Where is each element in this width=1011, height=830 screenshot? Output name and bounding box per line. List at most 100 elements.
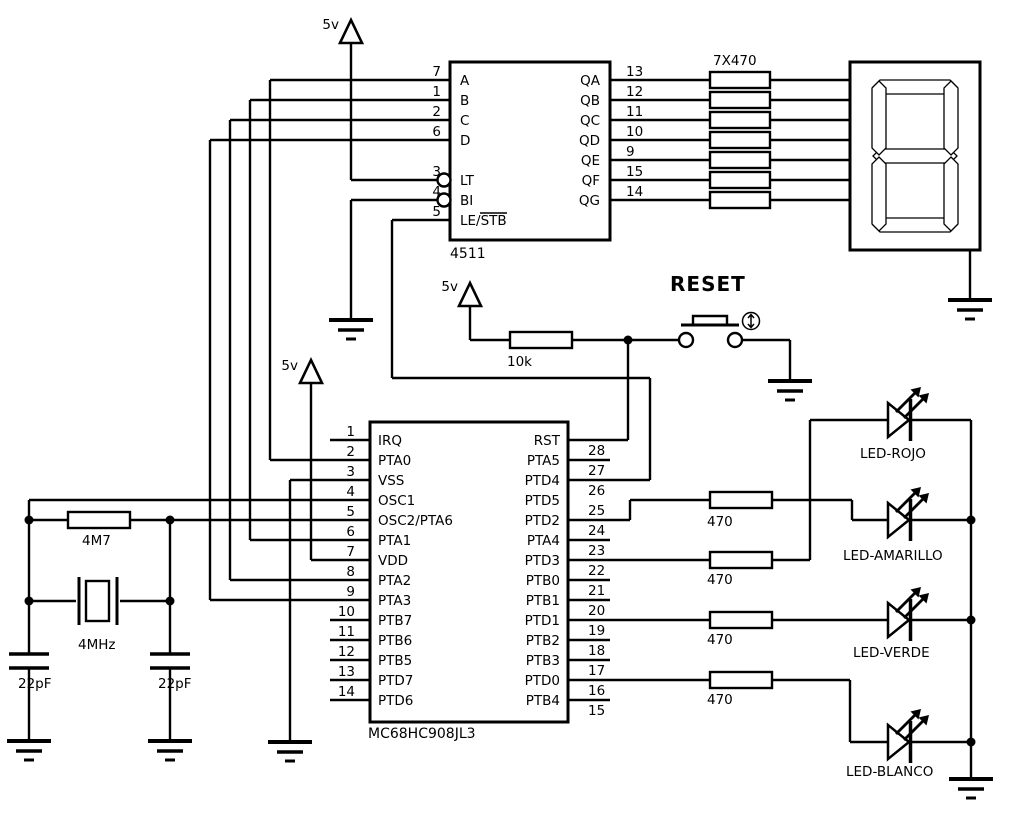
pin-number-5: 5 — [432, 204, 441, 220]
segment-f — [871, 80, 887, 156]
resistor — [708, 190, 772, 210]
pin-name-QC: QC — [580, 113, 600, 129]
pin-name-QB: QB — [580, 93, 600, 109]
pin-number-9: 9 — [626, 144, 635, 160]
segment-e — [871, 156, 887, 232]
pin-number-1: 1 — [346, 424, 355, 440]
pin-name-IRQ: IRQ — [378, 433, 402, 449]
pin-number-13: 13 — [338, 664, 355, 680]
pin-number-12: 12 — [626, 84, 643, 100]
pin-name-QE: QE — [581, 153, 600, 169]
pin-name-PTD3: PTD3 — [525, 553, 560, 569]
resistor — [708, 110, 772, 130]
led-verde — [886, 585, 931, 643]
junction-dot — [966, 737, 976, 747]
pin-number-3: 3 — [432, 164, 441, 180]
pin-number-2: 2 — [346, 444, 355, 460]
pin-name-PTD1: PTD1 — [525, 613, 560, 629]
junction-dot — [24, 515, 34, 525]
power-label-5v: 5v — [441, 279, 458, 295]
pin-number-24: 24 — [588, 523, 605, 539]
pin-name-PTB3: PTB3 — [526, 653, 560, 669]
power-5v-arrow — [338, 18, 364, 45]
pin-name-QD: QD — [579, 133, 600, 149]
pin-name-PTA3: PTA3 — [378, 593, 411, 609]
pin-name-PTB7: PTB7 — [378, 613, 412, 629]
pin-name-PTD6: PTD6 — [378, 693, 413, 709]
capacitor-22pf-left — [9, 652, 49, 670]
pin-name-PTB6: PTB6 — [378, 633, 412, 649]
pin-number-7: 7 — [432, 64, 441, 80]
mcu-right-pins: RST28PTA527PTD426PTD525PTD224PTA423PTD32… — [525, 433, 606, 719]
pin-number-1: 1 — [432, 84, 441, 100]
junction-dot — [165, 515, 175, 525]
power-label-5v: 5v — [281, 358, 298, 374]
pin-name-QG: QG — [579, 193, 600, 209]
ground-symbol — [327, 318, 375, 341]
ground-symbol — [146, 739, 194, 762]
circuit-wires — [27, 30, 973, 779]
inverter-bubble-bi — [436, 192, 452, 208]
cap-label-left: 22pF — [18, 676, 52, 692]
pin-number-4: 4 — [346, 484, 355, 500]
pin-name-LE/STB: LE/STB — [460, 213, 507, 229]
button-actuator-icon — [741, 311, 761, 331]
led-label-amarillo: LED-AMARILLO — [843, 548, 943, 564]
led-label-rojo: LED-ROJO — [860, 446, 926, 462]
pin-name-RST: RST — [534, 433, 561, 449]
pin-name-PTB4: PTB4 — [526, 693, 560, 709]
button-terminal — [677, 331, 695, 349]
pin-name-PTA2: PTA2 — [378, 573, 411, 589]
pin-name-OSC1: OSC1 — [378, 493, 415, 509]
pin-number-14: 14 — [338, 684, 355, 700]
pin-name-PTA0: PTA0 — [378, 453, 411, 469]
pin-name-PTB2: PTB2 — [526, 633, 560, 649]
led-label-blanco: LED-BLANCO — [846, 764, 933, 780]
ground-symbol — [266, 740, 314, 763]
pin-number-16: 16 — [588, 683, 605, 699]
crystal-label: 4MHz — [78, 637, 115, 653]
pin-name-PTB0: PTB0 — [526, 573, 560, 589]
pin-number-10: 10 — [626, 124, 643, 140]
pin-number-6: 6 — [346, 524, 355, 540]
pin-number-4: 4 — [432, 184, 441, 200]
inverter-bubble-lt — [436, 172, 452, 188]
pin-number-23: 23 — [588, 543, 605, 559]
led-resistor-label: 470 — [707, 692, 733, 708]
pin-number-8: 8 — [346, 564, 355, 580]
resistor-470 — [708, 550, 774, 570]
seven-segment-display — [848, 60, 982, 252]
double-arrow-icon — [747, 313, 755, 329]
resistor — [708, 130, 772, 150]
resistor-pack-7x470 — [708, 70, 772, 210]
pin-number-19: 19 — [588, 623, 605, 639]
pin-name-PTA5: PTA5 — [527, 453, 560, 469]
pin-number-12: 12 — [338, 644, 355, 660]
pullup-label: 10k — [507, 354, 532, 370]
segment-b — [943, 80, 959, 156]
power-label-5v: 5v — [322, 17, 339, 33]
pin-number-14: 14 — [626, 184, 643, 200]
pin-number-28: 28 — [588, 443, 605, 459]
pin-name-PTD7: PTD7 — [378, 673, 413, 689]
crystal-4mhz — [77, 577, 119, 625]
ground-symbol — [5, 739, 53, 762]
pin-number-7: 7 — [346, 544, 355, 560]
segment-c — [943, 156, 959, 232]
ground-symbol — [946, 298, 994, 321]
resistor — [708, 90, 772, 110]
pin-number-15: 15 — [626, 164, 643, 180]
pin-number-10: 10 — [338, 604, 355, 620]
button-cap — [691, 314, 729, 325]
pin-name-QF: QF — [582, 173, 600, 189]
reset-button[interactable] — [677, 311, 761, 349]
junction-dots — [24, 335, 976, 747]
capacitor-22pf-right — [150, 652, 190, 670]
cap-label-right: 22pF — [158, 676, 192, 692]
segment-g — [872, 148, 958, 164]
pin-name-PTD0: PTD0 — [525, 673, 560, 689]
resistor-470 — [708, 610, 774, 630]
pin-name-A: A — [460, 73, 470, 89]
